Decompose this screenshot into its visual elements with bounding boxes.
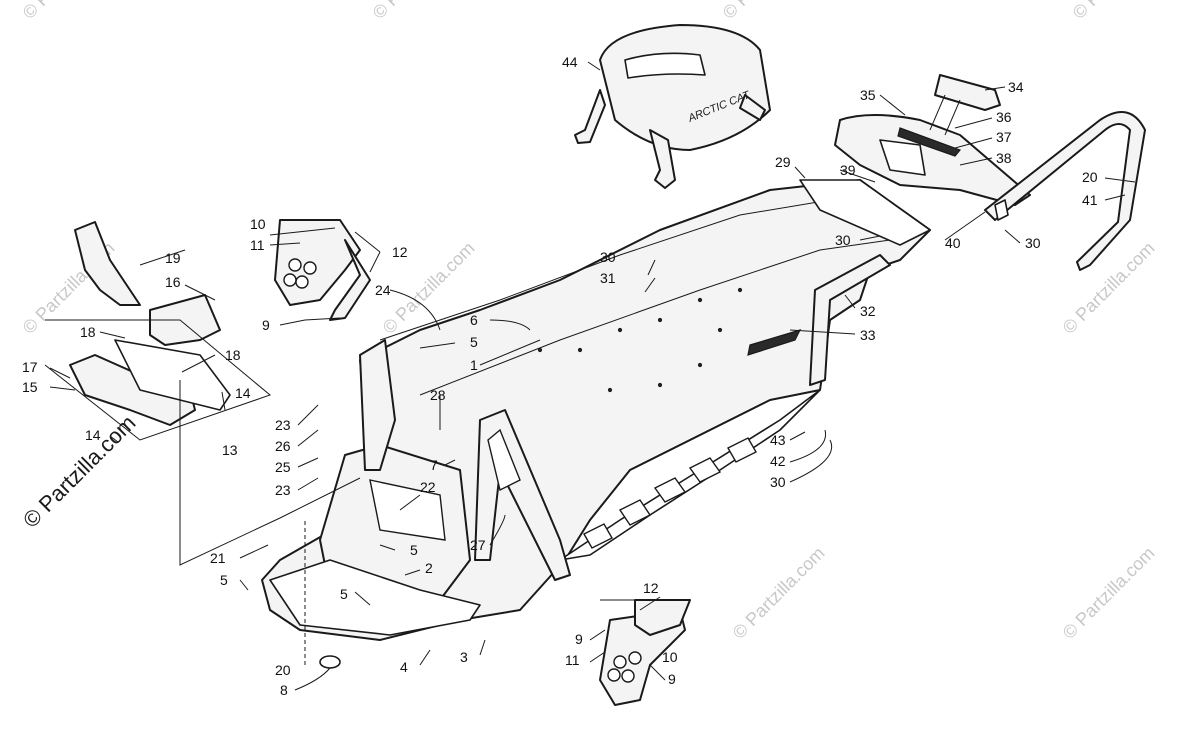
callout-14-a: 14 — [235, 385, 251, 401]
callout-34: 34 — [1008, 79, 1024, 95]
callout-9-b: 9 — [575, 631, 583, 647]
callout-15: 15 — [22, 379, 38, 395]
watermark-text: © Partzilla.com — [19, 0, 119, 23]
watermark-text: © Partzilla.com — [1059, 543, 1159, 643]
hood-assembly: ARCTIC CAT — [574, 24, 771, 189]
callout-12-b: 12 — [643, 580, 659, 596]
callout-9-a: 9 — [262, 317, 270, 333]
callout-17: 17 — [22, 359, 38, 375]
seat-assembly — [799, 74, 1031, 246]
callout-labels: 1 2 3 4 5 5 5 5 6 7 8 9 9 9 10 10 11 11 … — [22, 54, 1098, 698]
watermark-text: © Partzilla.com — [729, 543, 829, 643]
callout-19: 19 — [165, 250, 181, 266]
callout-10-a: 10 — [250, 216, 266, 232]
callout-2: 2 — [425, 560, 433, 576]
callout-29: 29 — [775, 154, 791, 170]
callout-5-b: 5 — [410, 542, 418, 558]
callout-38: 38 — [996, 150, 1012, 166]
callout-41: 41 — [1082, 192, 1098, 208]
callout-31: 31 — [600, 270, 616, 286]
callout-28: 28 — [430, 387, 446, 403]
watermark-text: © Partzilla.com — [1069, 0, 1169, 23]
callout-33: 33 — [860, 327, 876, 343]
callout-30-c: 30 — [1025, 235, 1041, 251]
rear-bumper — [984, 111, 1146, 271]
watermark-text: © Partzilla.com — [719, 0, 819, 23]
callout-44: 44 — [562, 54, 578, 70]
callout-36: 36 — [996, 109, 1012, 125]
callout-20-b: 20 — [1082, 169, 1098, 185]
chassis-tunnel — [261, 179, 931, 669]
callout-16: 16 — [165, 274, 181, 290]
callout-8: 8 — [280, 682, 288, 698]
callout-11-a: 11 — [250, 237, 265, 253]
callout-18-a: 18 — [80, 324, 96, 340]
callout-22: 22 — [420, 479, 436, 495]
callout-10-b: 10 — [662, 649, 678, 665]
watermark-text: © Partzilla.com — [1059, 238, 1159, 338]
callout-43: 43 — [770, 432, 786, 448]
callout-3: 3 — [460, 649, 468, 665]
callout-30-b: 30 — [835, 232, 851, 248]
deck-holes — [537, 287, 743, 393]
callout-35: 35 — [860, 87, 876, 103]
callout-5-d: 5 — [220, 572, 228, 588]
callout-20-a: 20 — [275, 662, 291, 678]
callout-42: 42 — [770, 453, 786, 469]
callout-40: 40 — [945, 235, 961, 251]
watermark-text: © Partzilla.com — [369, 0, 469, 23]
callout-9-c: 9 — [668, 671, 676, 687]
left-bracket-assembly — [44, 221, 272, 441]
callout-25: 25 — [275, 459, 291, 475]
callout-14-b: 14 — [85, 427, 101, 443]
callout-30-a: 30 — [600, 249, 616, 265]
callout-18-b: 18 — [225, 347, 241, 363]
callout-39: 39 — [840, 162, 856, 178]
callout-26: 26 — [275, 438, 291, 454]
upper-side-panel — [274, 219, 371, 321]
callout-1: 1 — [470, 357, 478, 373]
callout-5-a: 5 — [470, 334, 478, 350]
callout-7: 7 — [430, 457, 438, 473]
lower-side-panel — [599, 599, 691, 706]
callout-27: 27 — [470, 537, 486, 553]
callout-21: 21 — [210, 550, 226, 566]
callout-13: 13 — [222, 442, 238, 458]
callout-30-d: 30 — [770, 474, 786, 490]
callout-5-c: 5 — [340, 586, 348, 602]
callout-23-a: 23 — [275, 417, 291, 433]
callout-37: 37 — [996, 129, 1012, 145]
callout-12-a: 12 — [392, 244, 408, 260]
callout-11-b: 11 — [565, 652, 580, 668]
callout-24: 24 — [375, 282, 391, 298]
callout-23-b: 23 — [275, 482, 291, 498]
callout-32: 32 — [860, 303, 876, 319]
leader-lines — [49, 61, 1136, 691]
callout-6: 6 — [470, 312, 478, 328]
callout-4: 4 — [400, 659, 408, 675]
